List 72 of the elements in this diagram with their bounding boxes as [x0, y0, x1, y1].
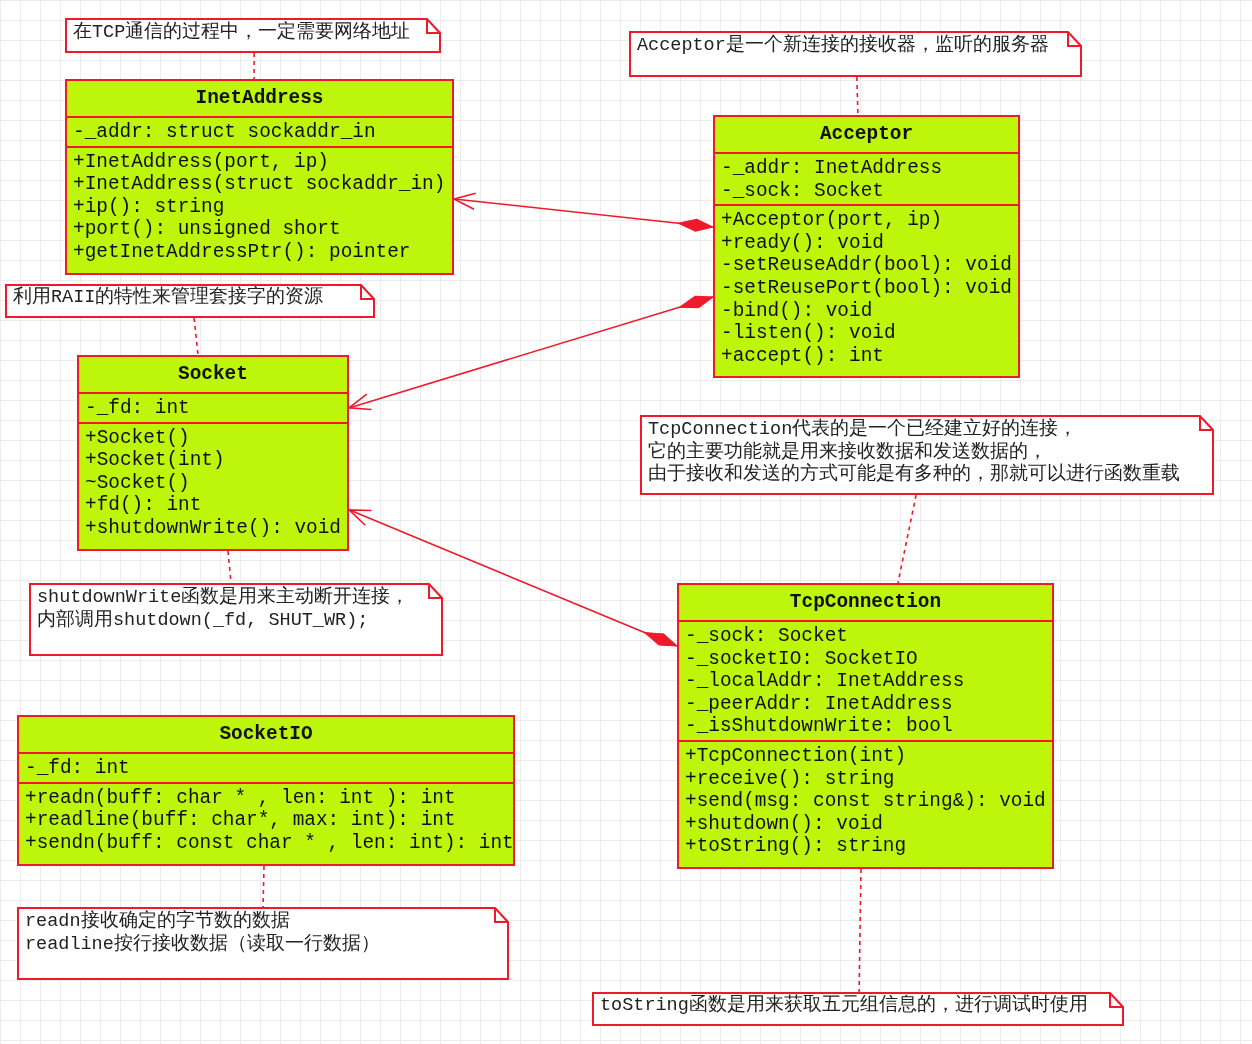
class-name: Socket [79, 357, 347, 394]
method: -setReuseAddr(bool): void [721, 254, 1012, 277]
note-text: readn接收确定的字节数的数据 [25, 911, 290, 933]
note-link [858, 868, 862, 993]
method: +shutdownWrite(): void [85, 516, 341, 540]
method: +toString(): string [685, 835, 907, 858]
attribute: -_addr: struct sockaddr_in [73, 121, 376, 144]
method: +receive(): string [685, 767, 895, 791]
method: +shutdown(): void [685, 812, 883, 836]
method: ~Socket() [85, 471, 190, 495]
note-text: toString函数是用来获取五元组信息的，进行调试时使用 [600, 995, 1088, 1018]
method: +readline(buff: char*, max: int): int [25, 809, 456, 832]
attribute: -_peerAddr: InetAddress [685, 692, 953, 716]
attribute: -_isShutdownWrite: bool [685, 715, 953, 738]
method: +fd(): int [85, 494, 202, 517]
note [629, 31, 1082, 77]
note [592, 992, 1124, 1026]
note [29, 583, 443, 656]
method: +Socket() [85, 426, 190, 450]
note [640, 415, 1214, 495]
class-box [17, 715, 515, 866]
method: -setReusePort(bool): void [721, 276, 1012, 300]
attribute: -_localAddr: InetAddress [685, 670, 965, 693]
method: +sendn(buff: const char * , len: int): int [25, 831, 514, 855]
note-link [897, 494, 917, 584]
method: +ip(): string [73, 195, 225, 219]
method: +Acceptor(port, ip) [721, 209, 943, 232]
note-text: TcpConnection代表的是一个已经建立好的连接， [648, 419, 1078, 441]
attribute: -_fd: int [85, 397, 190, 420]
method: +InetAddress(port, ip) [73, 150, 329, 174]
note [65, 18, 441, 53]
class-box [65, 79, 454, 275]
class-name: InetAddress [67, 81, 452, 118]
note-link [193, 317, 199, 356]
class-box [713, 115, 1020, 378]
note [17, 907, 509, 980]
note-link [253, 52, 255, 80]
attribute: -_sock: Socket [685, 625, 848, 648]
method: +accept(): int [721, 344, 884, 368]
composition-arrow [348, 295, 714, 411]
attribute: -_sock: Socket [721, 179, 884, 203]
method: +port(): unsigned short [73, 218, 341, 241]
note-text: 在TCP通信的过程中，一定需要网络地址 [73, 22, 411, 45]
note [5, 284, 375, 318]
method: -listen(): void [721, 322, 896, 345]
class-box [77, 355, 349, 551]
composition-arrow [453, 192, 714, 232]
class-name: SocketIO [19, 717, 513, 754]
method: +Socket(int) [85, 449, 225, 472]
method: +readn(buff: char * , len: int ): int [25, 786, 456, 810]
note-text: shutdownWrite函数是用来主动断开连接， [37, 587, 410, 609]
attribute: -_fd: int [25, 757, 130, 780]
note-link [856, 76, 859, 116]
method: +send(msg: const string&): void [685, 790, 1046, 813]
class-name: TcpConnection [679, 585, 1052, 622]
note-text: 利用RAII的特性来管理套接字的资源 [13, 287, 324, 310]
note-text: 内部调用shutdown(_fd, SHUT_WR); [37, 609, 369, 632]
composition-arrow [348, 509, 678, 647]
method: +TcpConnection(int) [685, 744, 907, 768]
note-text: Acceptor是一个新连接的接收器，监听的服务器 [637, 35, 1049, 58]
method: -bind(): void [721, 299, 873, 323]
method: +InetAddress(struct sockaddr_in) [73, 173, 446, 196]
note-text: 它的主要功能就是用来接收数据和发送数据的， [648, 441, 1047, 463]
class-name: Acceptor [715, 117, 1018, 154]
attribute: -_addr: InetAddress [721, 157, 943, 180]
class-box [677, 583, 1054, 869]
method: +getInetAddressPtr(): pointer [73, 240, 411, 264]
note-link [262, 865, 265, 908]
note-text: 由于接收和发送的方式可能是有多种的，那就可以进行函数重载 [648, 464, 1180, 487]
attribute: -_socketIO: SocketIO [685, 647, 918, 671]
method: +ready(): void [721, 231, 884, 255]
note-text: readline按行接收数据（读取一行数据） [25, 933, 380, 956]
